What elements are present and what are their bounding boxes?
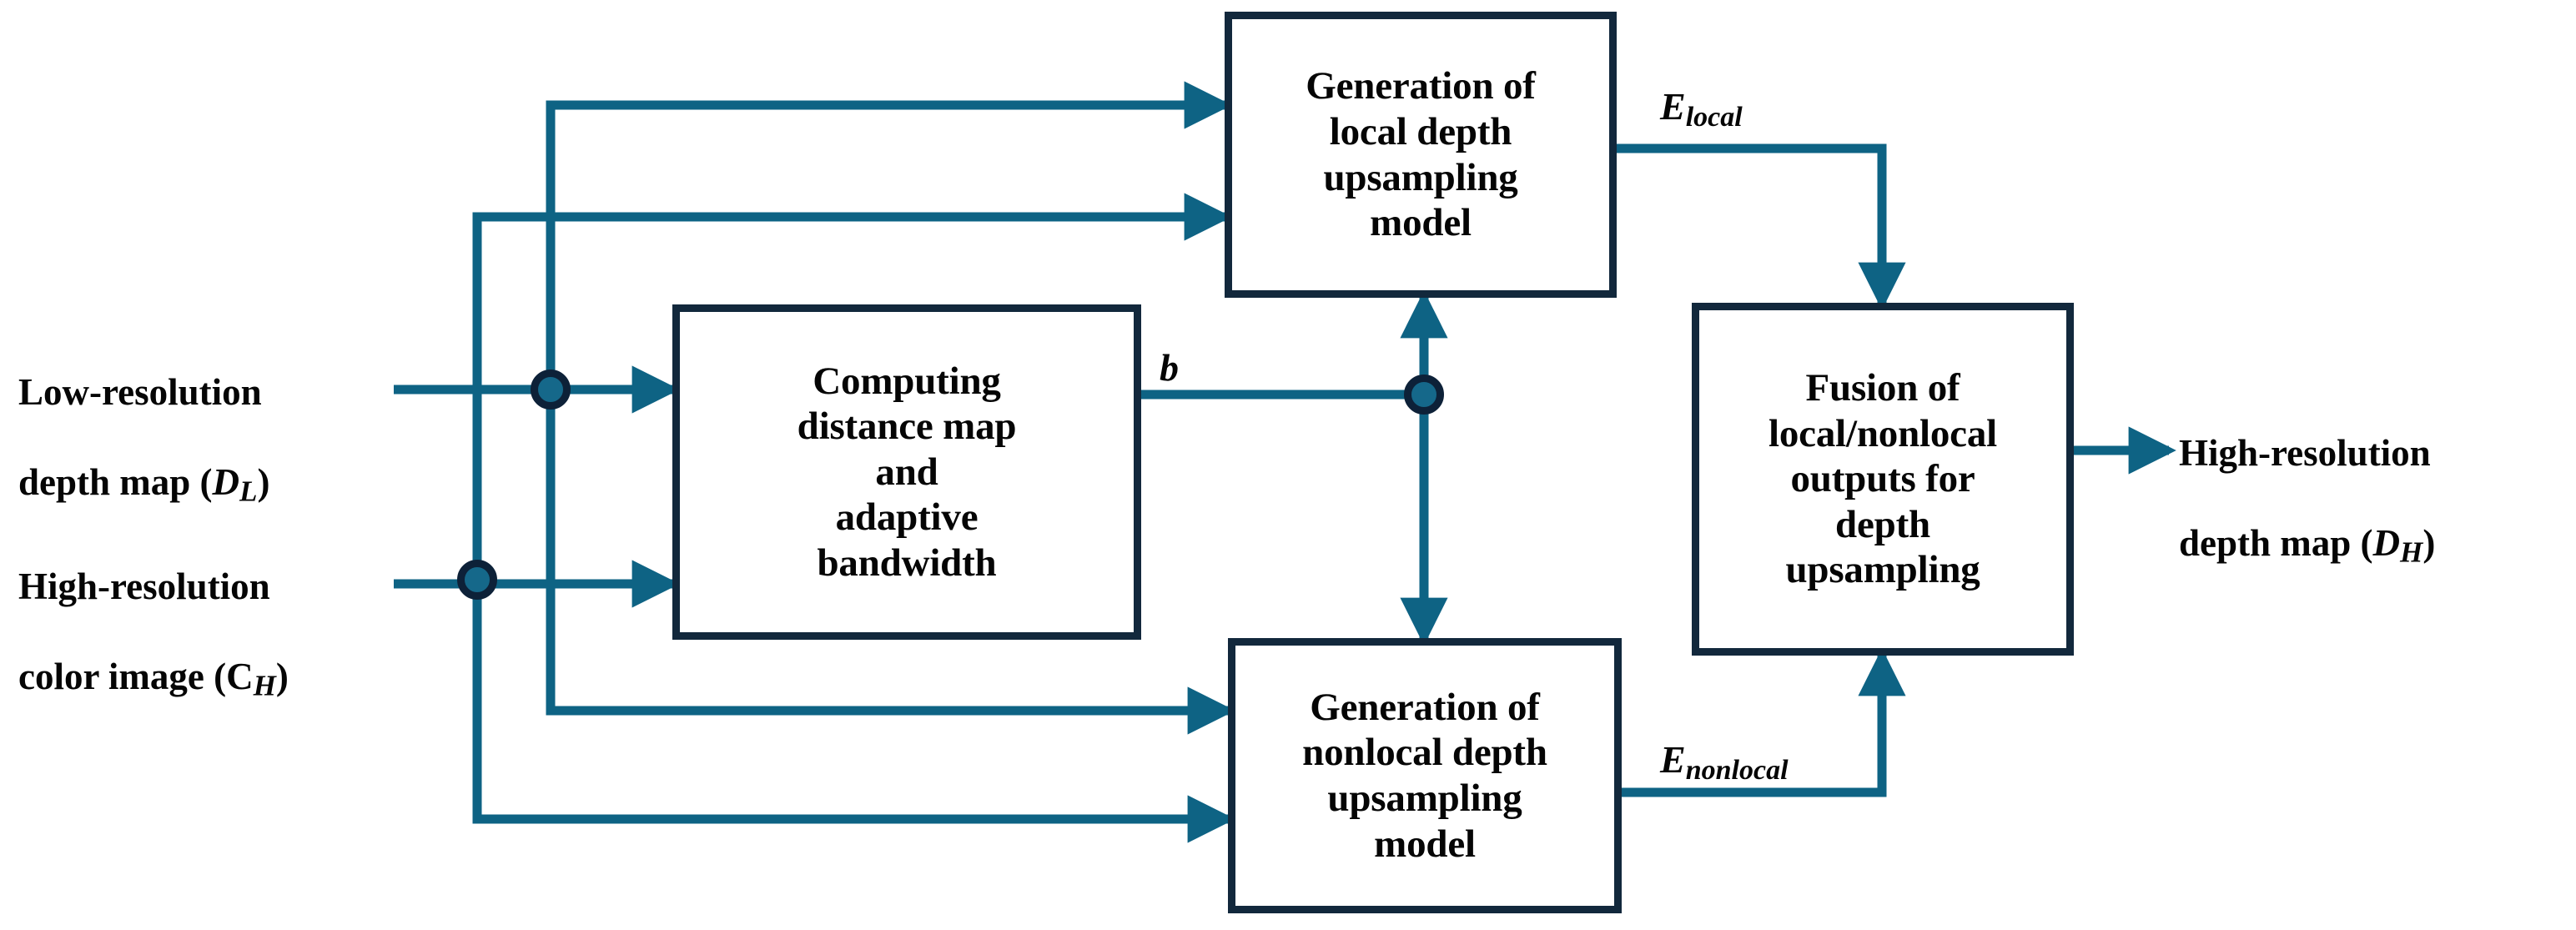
output-high-res-depth-line1: High-resolution — [2179, 432, 2431, 474]
junction-depth-split — [531, 369, 571, 410]
wire-group — [394, 81, 2176, 843]
edge-label-e-local-subscript: local — [1685, 102, 1743, 133]
edge-label-e-local-base: E — [1660, 85, 1686, 128]
wire-elocal-to-fusion — [1617, 143, 1906, 310]
input-high-res-color-subscript: H — [253, 669, 276, 702]
node-fusion-label: Fusion of local/nonlocal outputs for dep… — [1768, 366, 1997, 592]
edge-label-bandwidth-b: b — [1160, 349, 1179, 393]
input-low-res-depth-subscript: L — [239, 475, 258, 508]
input-high-res-color-line2-post: ) — [275, 656, 289, 697]
node-local-model-label: Generation of local depth upsampling mod… — [1306, 64, 1536, 245]
input-high-res-color-line1: High-resolution — [18, 566, 270, 607]
output-high-res-depth-symbol: D — [2372, 522, 2401, 564]
input-label-high-res-color: High-resolution color image (CH) — [18, 519, 385, 704]
edge-label-bandwidth-b-base: b — [1160, 346, 1179, 389]
node-distance-bandwidth[interactable]: Computing distance map and adaptive band… — [672, 304, 1141, 640]
output-high-res-depth-subscript: H — [2400, 535, 2423, 569]
wire-color-to-local — [472, 193, 1232, 580]
input-low-res-depth-symbol: D — [212, 461, 240, 503]
wire-depth-to-nonlocal — [546, 390, 1235, 735]
edge-label-e-nonlocal: Enonlocal — [1660, 741, 1789, 785]
wire-color-to-nonlocal — [472, 580, 1235, 843]
junction-bandwidth-split — [1404, 375, 1444, 415]
wire-enonlocal-to-fusion — [1622, 648, 1906, 797]
output-high-res-depth-line2-post: ) — [2423, 522, 2436, 564]
input-low-res-depth-line1: Low-resolution — [18, 371, 262, 413]
node-distance-bandwidth-label: Computing distance map and adaptive band… — [797, 359, 1017, 585]
output-label-high-res-depth: High-resolution depth map (DH) — [2179, 385, 2571, 571]
edge-label-e-nonlocal-base: E — [1660, 738, 1686, 781]
edge-label-e-local: Elocal — [1660, 88, 1743, 132]
input-label-low-res-depth: Low-resolution depth map (DL) — [18, 324, 385, 510]
node-fusion[interactable]: Fusion of local/nonlocal outputs for dep… — [1692, 303, 2074, 656]
input-low-res-depth-line2-pre: depth map ( — [18, 461, 213, 503]
node-nonlocal-model-label: Generation of nonlocal depth upsampling … — [1302, 685, 1547, 866]
output-high-res-depth-line2-pre: depth map ( — [2179, 522, 2373, 564]
node-nonlocal-model[interactable]: Generation of nonlocal depth upsampling … — [1228, 638, 1622, 913]
input-high-res-color-line2-pre: color image (C — [18, 656, 254, 697]
input-low-res-depth-line2-post: ) — [257, 461, 270, 503]
wire-depth-to-local — [546, 81, 1232, 390]
node-local-model[interactable]: Generation of local depth upsampling mod… — [1225, 12, 1617, 298]
junction-color-split — [457, 560, 497, 600]
edge-label-e-nonlocal-subscript: nonlocal — [1685, 755, 1789, 787]
